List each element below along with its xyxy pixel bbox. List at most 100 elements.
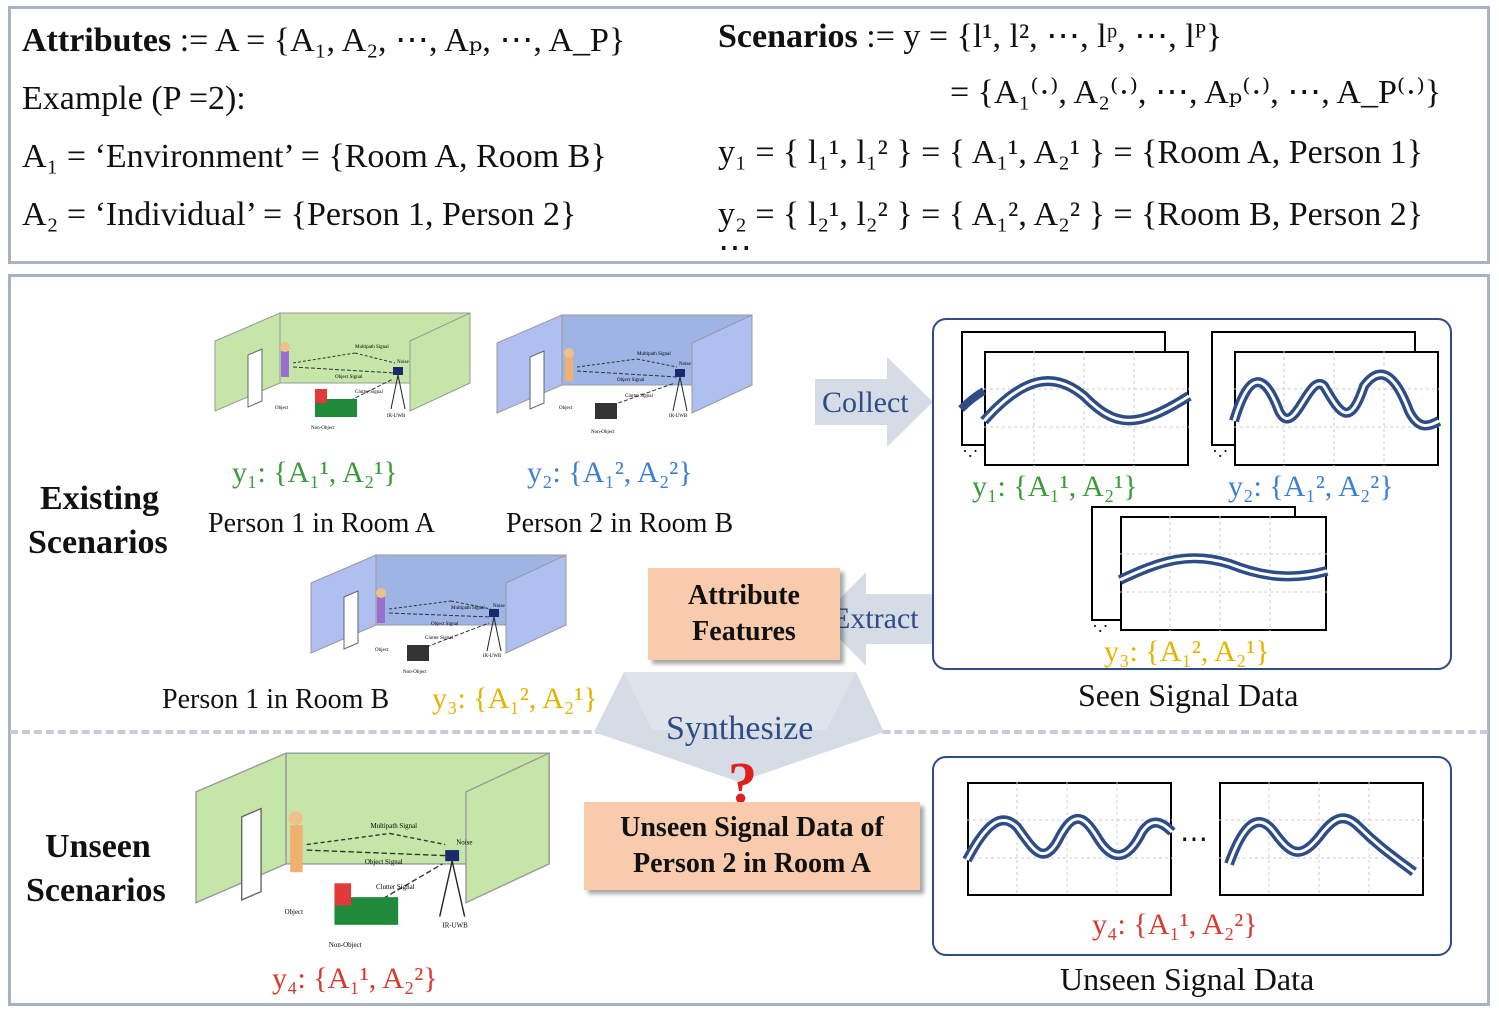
noise-label: Noise bbox=[679, 362, 691, 367]
signal-y1-back-wave bbox=[958, 387, 987, 412]
scenarios-attribute-form: = {A₁⁽·⁾, A₂⁽·⁾, ⋯, Aₚ⁽·⁾, ⋯, A_P⁽·⁾} bbox=[950, 74, 1442, 111]
room-right-wall bbox=[409, 312, 471, 412]
unseen-heading-line2: Scenarios bbox=[26, 872, 166, 909]
y2-definition: y₂ = { l₂¹, l₂² } = { A₁², A₂² } = {Room… bbox=[718, 196, 1424, 233]
object-label: Object bbox=[559, 406, 573, 411]
radar-icon bbox=[445, 850, 460, 862]
existing-heading-line2: Scenarios bbox=[28, 524, 168, 561]
unseen-target-box: Unseen Signal Data of Person 2 in Room A bbox=[584, 802, 920, 890]
room-a-person1-scene: Multipath Signal Noise Object Signal Clu… bbox=[214, 312, 471, 431]
y1-definition: y₁ = { l₁¹, l₁² } = { A₁¹, A₂¹ } = {Room… bbox=[718, 134, 1424, 171]
scenario-ellipsis: ⋯ bbox=[718, 230, 752, 267]
a1-definition: A₁ = ‘Environment’ = {Room A, Room B} bbox=[22, 138, 607, 175]
radar-icon bbox=[393, 367, 403, 375]
object-label: Object bbox=[275, 406, 289, 411]
bed bbox=[315, 399, 357, 417]
unseen-panel-label: y₄: {A₁¹, A₂²} bbox=[1092, 908, 1258, 941]
non-object-label: Non-Object bbox=[329, 942, 362, 949]
definitions-panel bbox=[8, 6, 1490, 264]
object-label: Object bbox=[375, 648, 389, 653]
unseen-target-line2: Person 2 in Room A bbox=[633, 848, 871, 879]
unseen-caption: Unseen Signal Data bbox=[1060, 961, 1315, 997]
non-object-label: Non-Object bbox=[591, 430, 615, 435]
bed-headboard bbox=[315, 389, 327, 403]
existing-heading-line1: Existing bbox=[40, 480, 160, 517]
person bbox=[281, 351, 289, 377]
person bbox=[290, 825, 303, 873]
person bbox=[565, 357, 573, 381]
signal-y3-wave bbox=[1117, 516, 1329, 631]
radar-label: IR-UWB bbox=[669, 414, 688, 419]
attributes-definition: Attributes := A = {A₁, A₂, ⋯, Aₚ, ⋯, A_P… bbox=[22, 24, 625, 58]
attributes-set: := A = {A₁, A₂, ⋯, Aₚ, ⋯, A_P} bbox=[171, 22, 626, 59]
radar-label: IR-UWB bbox=[483, 654, 502, 659]
unseen-signal-wave-2 bbox=[1219, 782, 1424, 896]
attribute-features-line2: Features bbox=[692, 616, 796, 647]
unseen-heading-line1: Unseen bbox=[45, 828, 151, 865]
room-a-person2-scene: Multipath Signal Noise Object Signal Clu… bbox=[195, 752, 550, 949]
object-label: Object bbox=[285, 909, 303, 916]
attributes-label: Attributes bbox=[22, 22, 172, 59]
noise-label: Noise bbox=[493, 604, 505, 609]
collect-arrow bbox=[815, 357, 933, 447]
room-b-person2-scene: Multipath Signal Noise Object Signal Clu… bbox=[496, 314, 753, 435]
multipath-label: Multipath Signal bbox=[637, 352, 671, 357]
synthesize-arrow bbox=[594, 672, 884, 782]
person bbox=[377, 597, 385, 623]
clutter-label: Clutter Signal bbox=[425, 636, 454, 641]
clutter-label: Clutter Signal bbox=[376, 884, 415, 891]
signal-y1-wave bbox=[980, 351, 1192, 466]
stack-dots: ·.· bbox=[962, 441, 979, 461]
collect-label: Collect bbox=[822, 386, 909, 419]
example-label: Example (P =2): bbox=[22, 80, 246, 117]
clutter-label: Clutter Signal bbox=[355, 390, 384, 395]
attribute-features-line1: Attribute bbox=[688, 579, 800, 611]
question-mark: ? bbox=[728, 750, 757, 815]
stack-dots: ·.· bbox=[1212, 441, 1229, 461]
stack-dots: ·.· bbox=[1092, 616, 1109, 636]
scene3-caption: Person 1 in Room B bbox=[162, 684, 390, 715]
signal-y2-wave bbox=[1229, 351, 1442, 466]
clutter-label: Clutter Signal bbox=[625, 394, 654, 399]
scene3-label: y₃: {A₁², A₂¹} bbox=[432, 682, 598, 715]
scene1-label: y₁: {A₁¹, A₂¹} bbox=[232, 456, 398, 489]
scene2-label: y₂: {A₁², A₂²} bbox=[527, 456, 693, 489]
unseen-target-line1: Unseen Signal Data of bbox=[620, 811, 884, 843]
scenarios-definition: Scenarios := y = {l¹, l², ⋯, lᵖ, ⋯, lᴾ} bbox=[718, 20, 1222, 54]
tv bbox=[595, 403, 617, 419]
door bbox=[247, 348, 263, 408]
object-signal-label: Object Signal bbox=[617, 378, 645, 383]
non-object-label: Non-Object bbox=[403, 670, 427, 675]
a2-definition: A₂ = ‘Individual’ = {Person 1, Person 2} bbox=[22, 196, 577, 233]
scene2-caption: Person 2 in Room B bbox=[506, 508, 734, 539]
radar-icon bbox=[675, 369, 685, 377]
multipath-label: Multipath Signal bbox=[355, 345, 389, 350]
unseen-signal-wave-1 bbox=[962, 782, 1176, 896]
scenarios-set: := y = {l¹, l², ⋯, lᵖ, ⋯, lᴾ} bbox=[857, 18, 1223, 55]
object-signal-label: Object Signal bbox=[365, 859, 403, 866]
seen-label-y1: y₁: {A₁¹, A₂¹} bbox=[972, 470, 1138, 503]
radar-label: IR-UWB bbox=[442, 923, 468, 930]
multipath-label: Multipath Signal bbox=[370, 823, 417, 830]
seen-label-y2: y₂: {A₁², A₂²} bbox=[1228, 470, 1394, 503]
radar-icon bbox=[489, 609, 499, 617]
radar-tripod bbox=[390, 374, 399, 410]
attribute-features-box: Attribute Features bbox=[648, 568, 840, 660]
signal-card-y1 bbox=[984, 351, 1189, 466]
extract-label: Extract bbox=[832, 602, 919, 635]
noise-label: Noise bbox=[456, 840, 472, 847]
unseen-panel-ellipsis: ⋯ bbox=[1180, 824, 1208, 855]
non-object-label: Non-Object bbox=[311, 426, 335, 431]
scene1-caption: Person 1 in Room A bbox=[208, 508, 436, 539]
noise-label: Noise bbox=[397, 360, 409, 365]
room-b-person1-scene: Multipath Signal Noise Object Signal Clu… bbox=[310, 554, 567, 675]
scenarios-label: Scenarios bbox=[718, 18, 858, 55]
tv bbox=[407, 645, 429, 661]
multipath-label: Multipath Signal bbox=[451, 606, 485, 611]
radar-label: IR-UWB bbox=[387, 414, 406, 419]
seen-caption: Seen Signal Data bbox=[1078, 677, 1299, 713]
unseen-scene-label: y₄: {A₁¹, A₂²} bbox=[272, 962, 438, 995]
extract-arrow bbox=[820, 572, 935, 666]
seen-label-y3: y₃: {A₁², A₂¹} bbox=[1104, 635, 1270, 668]
person-head bbox=[280, 342, 290, 352]
